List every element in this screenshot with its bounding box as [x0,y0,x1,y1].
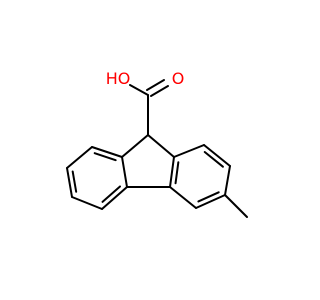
bond-c4b-c8a-inner [174,161,180,185]
molecule-drawing: HO O [66,69,248,218]
bond-c1-c2 [66,146,93,169]
bond-layer [66,79,248,218]
bond-c2-c3 [66,167,73,198]
bond-c4-c4a [101,186,128,210]
carbonyl-oxygen-label: O [172,69,185,88]
bond-c6-methyl [224,194,248,218]
bond-c4-c4a-inner [101,185,122,203]
bond-c8-c7-inner [203,151,224,168]
bond-c3-c4 [71,196,103,210]
bond-c9a-c1 [91,146,123,158]
bond-c9-c9a [121,134,149,158]
bond-c6-c5-inner [197,191,220,203]
bond-carboxyl-o-a [150,85,169,97]
bond-c5-c4b [169,186,197,209]
structure-canvas: HO O [66,69,248,218]
bond-c4a-c9a [121,156,128,188]
bond-c1-c9a-inner [93,152,117,162]
bond-c6-c5 [195,194,226,209]
bond-c7-c6 [224,165,231,196]
bond-c8-c7 [203,144,231,167]
bond-c9-c8a [147,134,175,158]
hydroxyl-label: HO [106,69,131,88]
bond-carboxyl-o-b [146,79,165,91]
bond-c2-c3-inner [71,170,78,193]
bond-c8a-c8 [173,144,205,158]
bond-carboxyl-oh [129,84,149,96]
bond-c4b-c8a [169,156,175,188]
